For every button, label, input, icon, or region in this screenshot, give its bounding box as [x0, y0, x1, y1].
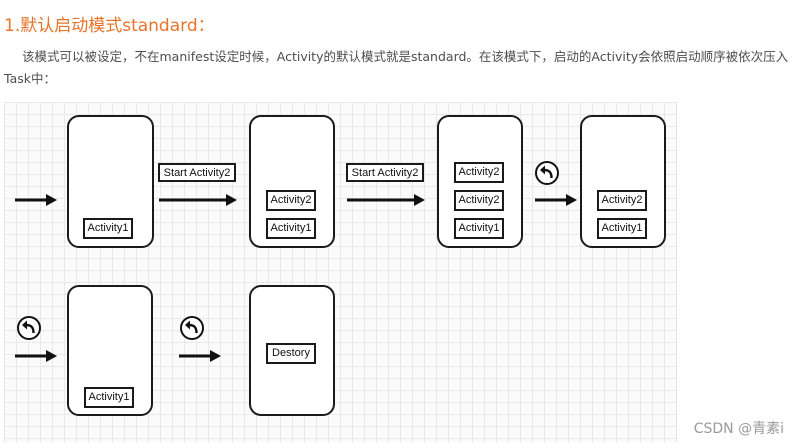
right-arrow-icon — [347, 194, 425, 206]
right-arrow-icon — [15, 350, 57, 362]
right-arrow-icon — [15, 194, 57, 206]
start-activity2-label: Start Activity2 — [158, 163, 236, 182]
activity1-box: Activity1 — [454, 218, 504, 239]
right-arrow-icon — [179, 350, 221, 362]
back-arrow-circle-icon — [535, 161, 559, 185]
activity1-box: Activity1 — [266, 218, 316, 239]
task-stack-6: Destory — [249, 285, 335, 416]
activity2-box: Activity2 — [597, 190, 647, 211]
task-stack-1: Activity1 — [67, 115, 154, 248]
activity2-box: Activity2 — [454, 190, 504, 211]
activity1-box: Activity1 — [84, 387, 134, 408]
watermark: CSDN @青素i — [693, 421, 784, 437]
activity1-box: Activity1 — [597, 218, 647, 239]
task-stack-5: Activity1 — [67, 285, 153, 416]
activity2-box: Activity2 — [266, 190, 316, 211]
back-arrow-circle-icon — [180, 316, 204, 340]
task-stack-4: Activity2 Activity1 — [580, 115, 666, 248]
task-stack-3: Activity2 Activity2 Activity1 — [437, 115, 523, 248]
activity2-box: Activity2 — [454, 162, 504, 183]
activity1-box: Activity1 — [83, 218, 133, 239]
back-arrow-circle-icon — [17, 316, 41, 340]
right-arrow-icon — [535, 194, 577, 206]
intro-paragraph: 该模式可以被设定，不在manifest设定时候，Activity的默认模式就是s… — [4, 49, 789, 86]
section-heading: 1.默认启动模式standard： — [4, 16, 215, 36]
destory-box: Destory — [266, 343, 316, 364]
diagram-canvas: Activity1 Start Activity2 Activity2 Acti… — [4, 102, 677, 442]
right-arrow-icon — [159, 194, 237, 206]
start-activity2-label: Start Activity2 — [346, 163, 424, 182]
task-stack-2: Activity2 Activity1 — [249, 115, 335, 248]
